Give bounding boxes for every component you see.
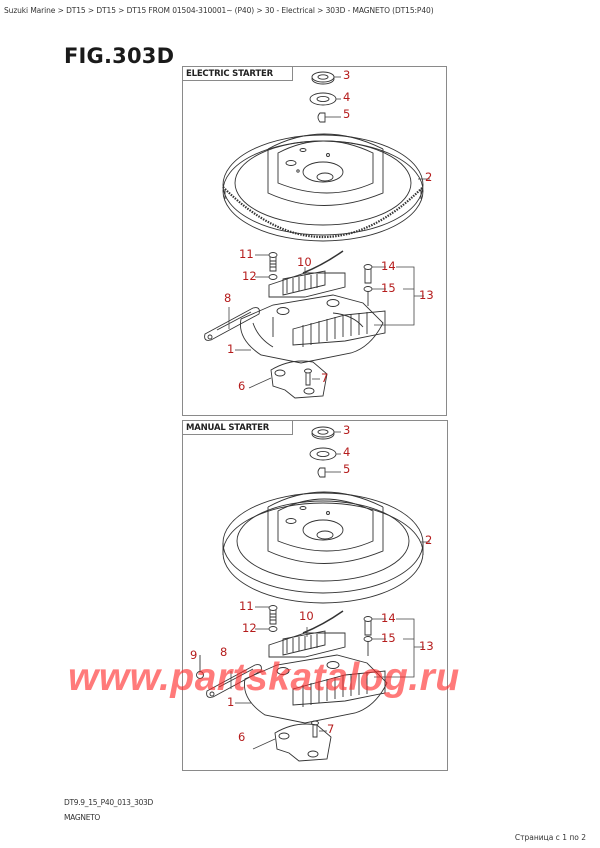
nut-9-icon (196, 655, 204, 679)
callout-6[interactable]: 6 (238, 730, 246, 744)
screw-11-icon (268, 605, 278, 625)
callout-11[interactable]: 11 (239, 247, 254, 261)
callout-8[interactable]: 8 (220, 645, 228, 659)
callout-3[interactable]: 3 (343, 68, 351, 82)
electric-starter-exploded-diagram (204, 71, 430, 399)
breadcrumb: Suzuki Marine > DT15 > DT15 > DT15 FROM … (4, 6, 434, 15)
callout-7[interactable]: 7 (327, 722, 335, 736)
callout-2[interactable]: 2 (425, 533, 433, 547)
callout-11[interactable]: 11 (239, 599, 254, 613)
breadcrumb-item-suzuki-marine[interactable]: Suzuki Marine (4, 6, 56, 15)
link-rod-8-icon (204, 307, 260, 341)
breadcrumb-separator: > (115, 6, 127, 15)
section-header-manual-starter: MANUAL STARTER (183, 421, 293, 435)
page-counter: Страница с 1 по 2 (514, 833, 586, 842)
manual-starter-exploded-diagram (196, 426, 430, 762)
breadcrumb-separator: > (314, 6, 326, 15)
leader-lines (228, 76, 430, 389)
callout-7[interactable]: 7 (321, 371, 329, 385)
callout-5[interactable]: 5 (343, 462, 351, 476)
washer-12-icon (268, 274, 278, 280)
callout-12[interactable]: 12 (242, 269, 257, 283)
breadcrumb-item-electrical[interactable]: 30 - Electrical (264, 6, 315, 15)
key-5-icon (317, 112, 326, 123)
diagram-caption: MAGNETO (64, 813, 101, 822)
washer-4-icon (309, 92, 337, 106)
breadcrumb-separator: > (85, 6, 97, 15)
screw-14-icon (363, 264, 373, 284)
screw-7-icon (304, 368, 312, 386)
callout-14[interactable]: 14 (381, 259, 396, 273)
leader-lines (230, 431, 430, 750)
plate-6-icon (274, 723, 332, 762)
washer-4-icon (309, 447, 337, 461)
callout-12[interactable]: 12 (242, 621, 257, 635)
callout-10[interactable]: 10 (299, 609, 314, 623)
plate-6-icon (270, 360, 328, 399)
stator-base-1-icon (243, 654, 388, 724)
callout-4[interactable]: 4 (343, 445, 351, 459)
washer-12-icon (268, 626, 278, 632)
screw-14-icon (363, 616, 373, 636)
callout-6[interactable]: 6 (238, 379, 246, 393)
diagram-code: DT9.9_15_P40_013_303D (64, 798, 153, 807)
stator-base-1-icon (239, 294, 384, 364)
washer-15-icon (363, 286, 373, 292)
callout-15[interactable]: 15 (381, 281, 396, 295)
flywheel-2-icon (222, 133, 424, 242)
callout-1[interactable]: 1 (227, 342, 235, 356)
callout-8[interactable]: 8 (224, 291, 232, 305)
callout-1[interactable]: 1 (227, 695, 235, 709)
callout-13[interactable]: 13 (419, 639, 434, 653)
callout-14[interactable]: 14 (381, 611, 396, 625)
electric-starter-panel: ELECTRIC STARTER (182, 66, 447, 416)
callout-4[interactable]: 4 (343, 90, 351, 104)
coil-13-icon (292, 670, 386, 707)
callout-15[interactable]: 15 (381, 631, 396, 645)
callout-2[interactable]: 2 (425, 170, 433, 184)
breadcrumb-item-dt15[interactable]: DT15 (66, 6, 86, 15)
key-5-icon (317, 467, 326, 478)
coil-13-icon (292, 310, 386, 347)
manual-starter-panel: MANUAL STARTER (182, 420, 448, 771)
washer-3-icon (311, 426, 335, 440)
breadcrumb-item-magneto: 303D - MAGNETO (DT15:P40) (325, 6, 434, 15)
callout-5[interactable]: 5 (343, 107, 351, 121)
callout-3[interactable]: 3 (343, 423, 351, 437)
callout-13[interactable]: 13 (419, 288, 434, 302)
breadcrumb-item-dt15-model[interactable]: DT15 (96, 6, 116, 15)
washer-15-icon (363, 636, 373, 642)
washer-3-icon (311, 71, 335, 85)
breadcrumb-item-serial-range[interactable]: DT15 FROM 01504-310001~ (P40) (126, 6, 255, 15)
flywheel-2-icon (222, 491, 424, 604)
screw-7-icon (311, 720, 319, 738)
callout-10[interactable]: 10 (297, 255, 312, 269)
breadcrumb-separator: > (254, 6, 265, 15)
screw-11-icon (268, 252, 278, 272)
figure-title: FIG.303D (64, 44, 175, 68)
section-header-electric-starter: ELECTRIC STARTER (183, 67, 293, 81)
coil-10-icon (268, 610, 346, 658)
callout-9[interactable]: 9 (190, 648, 198, 662)
breadcrumb-separator: > (55, 6, 67, 15)
link-rod-8-icon (206, 664, 262, 698)
